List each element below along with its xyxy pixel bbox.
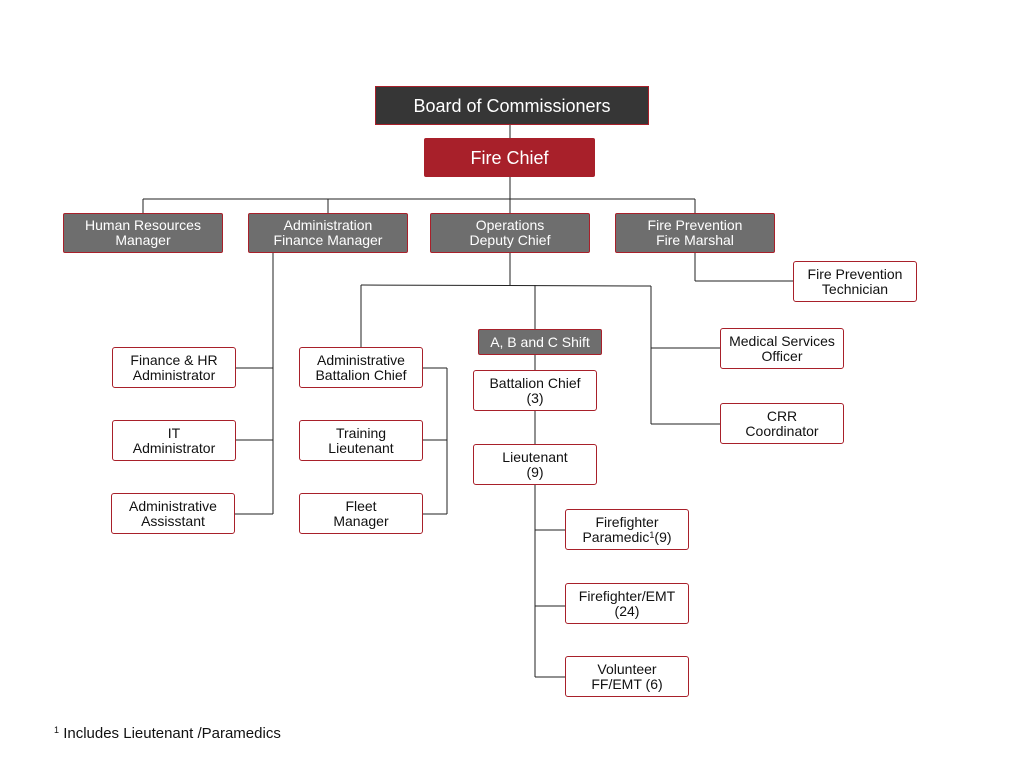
volunteer-ff-emt-box: Volunteer FF/EMT (6) — [565, 656, 689, 697]
ff-paramedic-footnote-marker: 1 — [649, 529, 655, 540]
fleet-line2: Manager — [333, 512, 389, 529]
admin-bc-line2: Battalion Chief — [315, 366, 407, 383]
finance-hr-line2: Administrator — [132, 366, 216, 383]
board-of-commissioners-box: Board of Commissioners — [375, 86, 649, 125]
training-line2: Lieutenant — [328, 439, 394, 456]
footnote-marker: 1 — [54, 725, 60, 735]
battalion-chief-line1: Battalion Chief — [489, 374, 581, 391]
administrative-assistant-box: Administrative Assisstant — [111, 493, 235, 534]
prev-manager-line1: Fire Prevention — [647, 217, 743, 233]
ff-emt-line2: (24) — [614, 602, 640, 619]
footnote: 1 Includes Lieutenant /Paramedics — [54, 725, 281, 742]
ff-paramedic-line2: Paramedic1(9) — [582, 528, 672, 545]
it-line1: IT — [167, 424, 181, 441]
lieutenant-box: Lieutenant (9) — [473, 444, 597, 485]
medical-line2: Officer — [761, 347, 803, 364]
firefighter-paramedic-box: Firefighter Paramedic1(9) — [565, 509, 689, 550]
ff-emt-line1: Firefighter/EMT — [578, 587, 676, 604]
fire-chief-box: Fire Chief — [424, 138, 595, 177]
admin-bc-line1: Administrative — [317, 351, 405, 368]
admin-manager-line1: Administration — [283, 217, 373, 233]
lieutenant-line2: (9) — [526, 463, 544, 480]
training-line1: Training — [335, 424, 387, 441]
crr-coordinator-box: CRR Coordinator — [720, 403, 844, 444]
technician-line1: Fire Prevention — [807, 265, 903, 282]
prev-manager-line2: Fire Marshal — [656, 232, 734, 248]
footnote-text: Includes Lieutenant /Paramedics — [63, 725, 281, 742]
ops-manager-line2: Deputy Chief — [469, 232, 551, 248]
ff-paramedic-title: Paramedic — [582, 528, 650, 545]
assistant-line2: Assisstant — [141, 512, 205, 529]
volunteer-line2: FF/EMT (6) — [591, 675, 663, 692]
technician-line2: Technician — [821, 280, 889, 297]
volunteer-line1: Volunteer — [597, 660, 657, 677]
hr-manager-line2: Manager — [115, 232, 171, 248]
training-lieutenant-box: Training Lieutenant — [299, 420, 423, 461]
assistant-line1: Administrative — [129, 497, 217, 514]
hr-manager-box: Human Resources Manager — [63, 213, 223, 253]
fire-prevention-technician-box: Fire Prevention Technician — [793, 261, 917, 302]
it-administrator-box: IT Administrator — [112, 420, 236, 461]
medical-line1: Medical Services — [729, 332, 835, 349]
administrative-battalion-chief-box: Administrative Battalion Chief — [299, 347, 423, 388]
fleet-line1: Fleet — [345, 497, 377, 514]
hr-manager-line1: Human Resources — [85, 217, 201, 233]
ff-paramedic-line1: Firefighter — [595, 513, 659, 530]
it-line2: Administrator — [132, 439, 216, 456]
shift-label: A, B and C Shift — [490, 333, 590, 350]
admin-finance-manager-box: Administration Finance Manager — [248, 213, 408, 253]
lieutenant-line1: Lieutenant — [502, 448, 568, 465]
finance-hr-line1: Finance & HR — [130, 351, 218, 368]
medical-services-officer-box: Medical Services Officer — [720, 328, 844, 369]
firefighter-emt-box: Firefighter/EMT (24) — [565, 583, 689, 624]
finance-hr-administrator-box: Finance & HR Administrator — [112, 347, 236, 388]
fire-chief-label: Fire Chief — [470, 147, 549, 168]
fire-marshal-box: Fire Prevention Fire Marshal — [615, 213, 775, 253]
connector-line — [360, 284, 652, 287]
shift-box: A, B and C Shift — [478, 329, 602, 355]
battalion-chief-box: Battalion Chief (3) — [473, 370, 597, 411]
crr-line1: CRR — [766, 407, 798, 424]
operations-deputy-chief-box: Operations Deputy Chief — [430, 213, 590, 253]
ff-paramedic-count: (9) — [654, 528, 672, 545]
fleet-manager-box: Fleet Manager — [299, 493, 423, 534]
ops-manager-line1: Operations — [475, 217, 545, 233]
board-label: Board of Commissioners — [413, 95, 611, 116]
crr-line2: Coordinator — [745, 422, 819, 439]
battalion-chief-line2: (3) — [526, 389, 544, 406]
admin-manager-line2: Finance Manager — [273, 232, 383, 248]
